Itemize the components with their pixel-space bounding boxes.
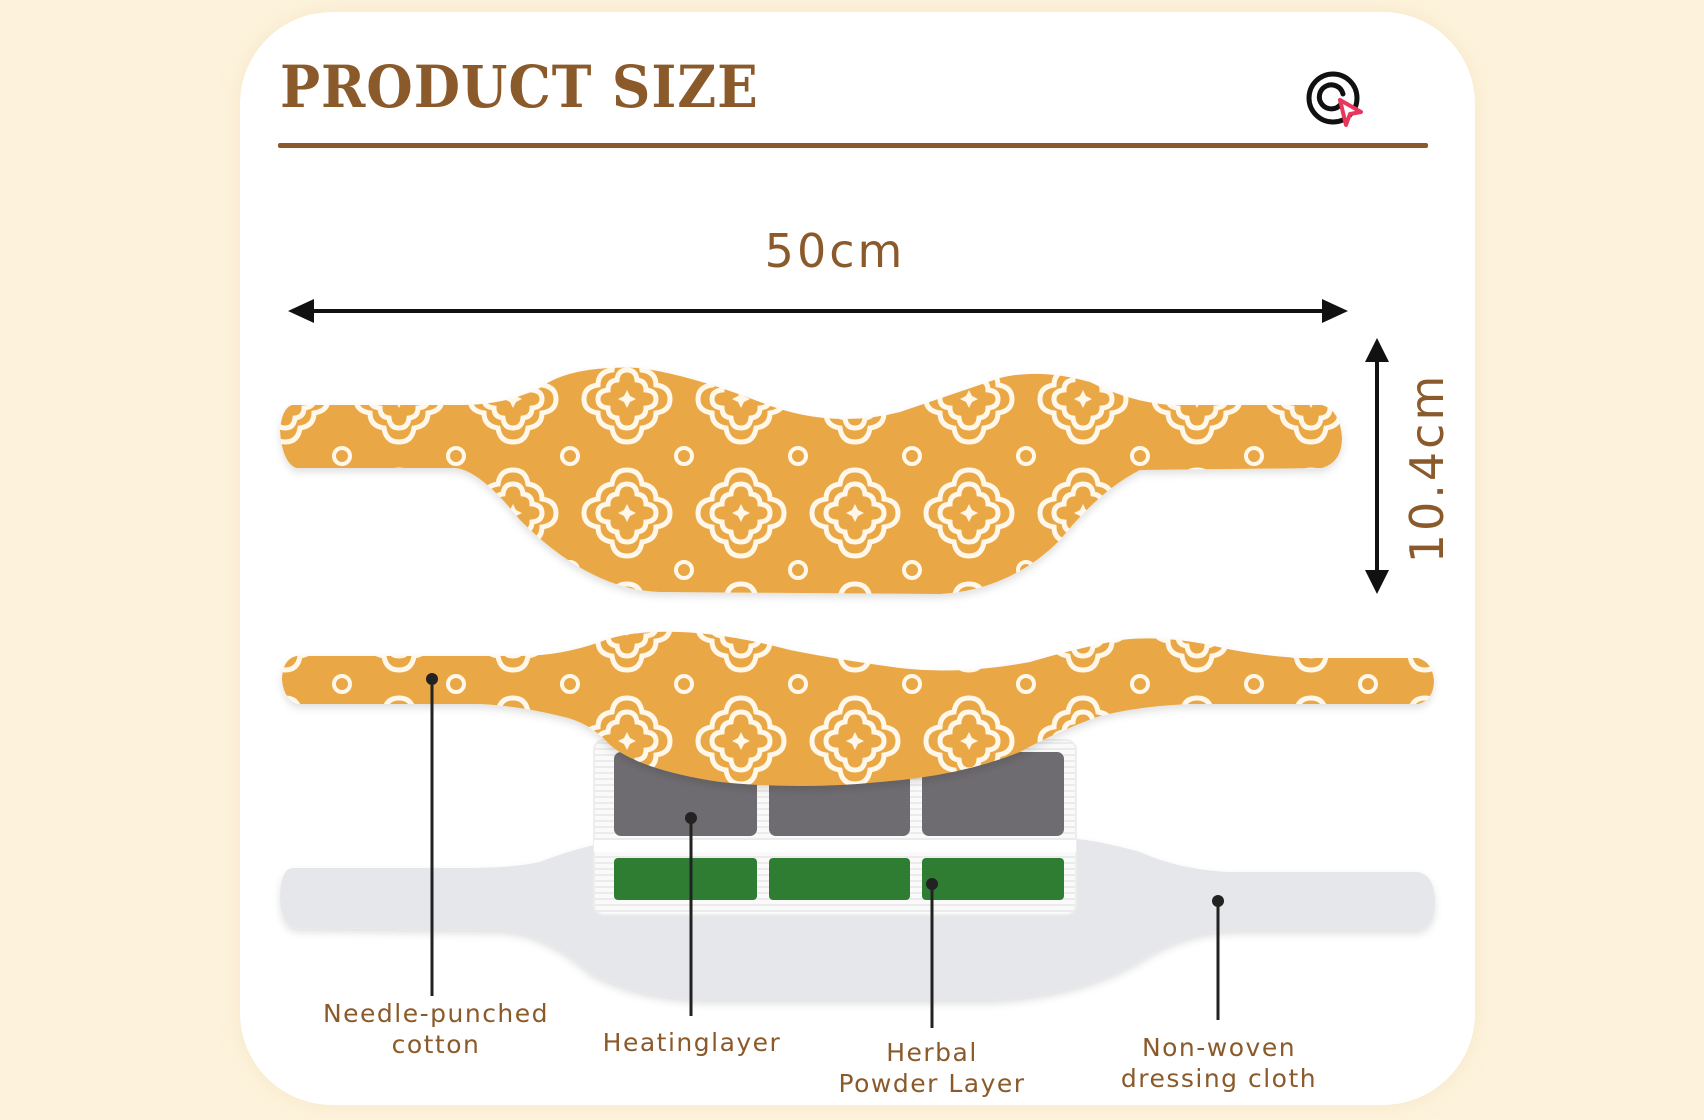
label-non-woven-dressing-cloth: Non-woven dressing cloth xyxy=(1120,1033,1318,1093)
patch-top-view xyxy=(280,367,1342,594)
callout-heating-layer xyxy=(685,812,697,1016)
herbal-powder-layer xyxy=(614,858,1064,900)
width-dimension-label: 50cm xyxy=(764,224,906,278)
label-heating-layer: Heatinglayer xyxy=(602,1028,782,1057)
label-needle-punched-cotton: Needle-punched cotton xyxy=(322,999,550,1059)
title-divider xyxy=(278,143,1428,148)
callout-non-woven xyxy=(1212,895,1224,1020)
width-arrow xyxy=(288,299,1348,323)
label-herbal-powder-layer: Herbal Powder Layer xyxy=(838,1038,1026,1098)
needle-punched-cotton xyxy=(282,631,1434,786)
height-arrow xyxy=(1365,338,1389,594)
callout-herbal-powder xyxy=(926,878,938,1028)
callout-needle-punched xyxy=(426,673,438,996)
non-woven-dressing-cloth xyxy=(280,838,1436,1000)
target-cursor-icon[interactable] xyxy=(1303,68,1371,132)
page-title: PRODUCT SIZE xyxy=(280,53,759,121)
